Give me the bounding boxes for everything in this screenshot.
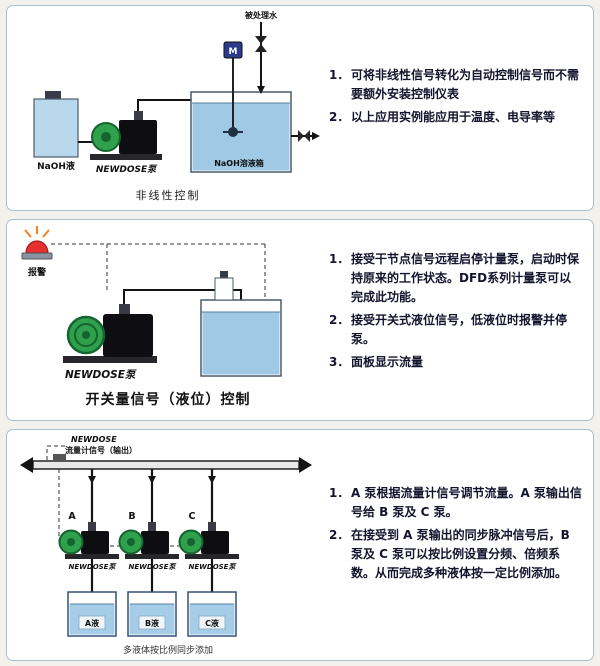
note-number: 1． — [329, 252, 350, 266]
outlet-pipe-and-valve-icon — [291, 130, 320, 142]
injection-drop-pipes — [88, 469, 216, 522]
notes-nonlinear: 1． 可将非线性信号转化为自动控制信号而不需要额外安装控制仪表 2． 以上应用实… — [329, 6, 593, 210]
tank-b-label: B液 — [145, 618, 159, 628]
note-text: 面板显示流量 — [351, 354, 424, 369]
pump-label: NEWDOSE泵 — [96, 164, 158, 175]
tank-c-label: C液 — [205, 618, 219, 628]
notes-proportional: 1． A 泵根据流量计信号调节流量。A 泵输出信号给 B 泵及 C 泵。 2． … — [329, 430, 593, 660]
chemical-bottle-icon — [214, 271, 234, 301]
note-item: 3． 面板显示流量 — [329, 353, 583, 372]
panel-nonlinear-control: NaOH液 NEWDOSE泵 — [6, 5, 594, 211]
tank-a-label: A液 — [85, 618, 99, 628]
mixer-motor-icon — [223, 41, 243, 137]
caption-proportional-dosing: 多液体按比例同步添加 — [122, 646, 213, 656]
note-item: 2． 接受开关式液位信号，低液位时报警并停泵。 — [329, 311, 583, 349]
note-number: 2． — [329, 527, 350, 542]
note-number: 1． — [329, 486, 350, 500]
note-item: 1． A 泵根据流量计信号调节流量。A 泵输出信号给 B 泵及 C 泵。 — [329, 484, 583, 522]
tank-c — [187, 591, 237, 637]
note-item: 1． 可将非线性信号转化为自动控制信号而不需要额外安装控制仪表 — [329, 66, 583, 104]
caption-nonlinear-control: 非线性控制 — [135, 189, 201, 202]
naoh-tank-label: NaOH液 — [37, 160, 76, 172]
tank-b — [127, 591, 177, 637]
motor-letter: M — [229, 47, 238, 57]
mixing-tank — [190, 91, 292, 173]
discharge-pipe — [137, 99, 199, 111]
flowmeter-signal-label: 流量计信号（输出） — [65, 445, 137, 455]
alarm-beacon-icon — [21, 226, 53, 260]
pump-b-letter: B — [128, 511, 135, 522]
panel-proportional-dosing: NEWDOSE 流量计信号（输出） — [6, 429, 594, 661]
solution-tank — [200, 299, 282, 377]
level-diagram-svg: 报警 NEWDO — [21, 226, 282, 381]
note-text: 接受干节点信号远程启停计量泵，启动时保持原来的工作状态。DFD系列计量泵可以完成… — [351, 252, 580, 304]
discharge-pipe — [123, 289, 242, 304]
note-text: 可将非线性信号转化为自动控制信号而不需要额外安装控制仪表 — [351, 68, 580, 101]
tank-a — [67, 591, 117, 637]
pump-c-letter: C — [189, 511, 196, 522]
nonlinear-control-diagram: NaOH液 NEWDOSE泵 — [7, 6, 329, 210]
treated-water-label: 被处理水 — [245, 10, 278, 20]
pump-b — [118, 522, 179, 559]
panel-level-signal-control: 报警 NEWDO — [6, 219, 594, 421]
note-number: 2． — [329, 109, 350, 124]
inlet-pipe-and-valve-icon — [255, 22, 267, 94]
proportional-diagram-svg: NEWDOSE 流量计信号（输出） — [20, 435, 312, 637]
note-number: 1． — [329, 68, 350, 82]
caption-level-control: 开关量信号（液位）控制 — [85, 392, 251, 408]
sensor-signal-line — [58, 469, 63, 543]
pump-a-letter: A — [68, 511, 76, 522]
note-text: A 泵根据流量计信号调节流量。A 泵输出信号给 B 泵及 C 泵。 — [351, 486, 582, 519]
label-leader-line — [46, 445, 65, 461]
note-number: 3． — [329, 354, 350, 369]
dosing-pump — [90, 111, 162, 160]
alarm-label: 报警 — [28, 266, 46, 278]
naoh-supply-tank — [33, 91, 79, 158]
pump-c — [178, 522, 239, 559]
proportional-dosing-diagram: NEWDOSE 流量计信号（输出） — [7, 430, 329, 660]
pump-label: NEWDOSE泵 — [65, 369, 137, 381]
notes-level-control: 1． 接受干节点信号远程启停计量泵，启动时保持原来的工作状态。DFD系列计量泵可… — [329, 220, 593, 420]
dosing-pump — [63, 304, 157, 363]
nonlinear-diagram-svg: NaOH液 NEWDOSE泵 — [33, 10, 320, 175]
flow-sensor-icon — [53, 454, 66, 461]
pump-a — [58, 522, 119, 559]
suction-pipes — [90, 559, 214, 592]
note-text: 以上应用实例能应用于温度、电导率等 — [351, 109, 556, 124]
note-item: 2． 以上应用实例能应用于温度、电导率等 — [329, 108, 583, 127]
note-number: 2． — [329, 312, 350, 327]
brand-label: NEWDOSE — [71, 435, 117, 444]
main-pipe — [20, 457, 312, 473]
note-item: 2． 在接受到 A 泵输出的同步脉冲信号后，B 泵及 C 泵可以按比例设置分频、… — [329, 526, 583, 583]
level-control-diagram: 报警 NEWDO — [7, 220, 329, 420]
note-item: 1． 接受干节点信号远程启停计量泵，启动时保持原来的工作状态。DFD系列计量泵可… — [329, 250, 583, 307]
note-text: 接受开关式液位信号，低液位时报警并停泵。 — [351, 312, 568, 346]
note-text: 在接受到 A 泵输出的同步脉冲信号后，B 泵及 C 泵可以按比例设置分频、倍频系… — [351, 527, 570, 580]
mixing-tank-label: NaOH溶液箱 — [214, 158, 264, 168]
